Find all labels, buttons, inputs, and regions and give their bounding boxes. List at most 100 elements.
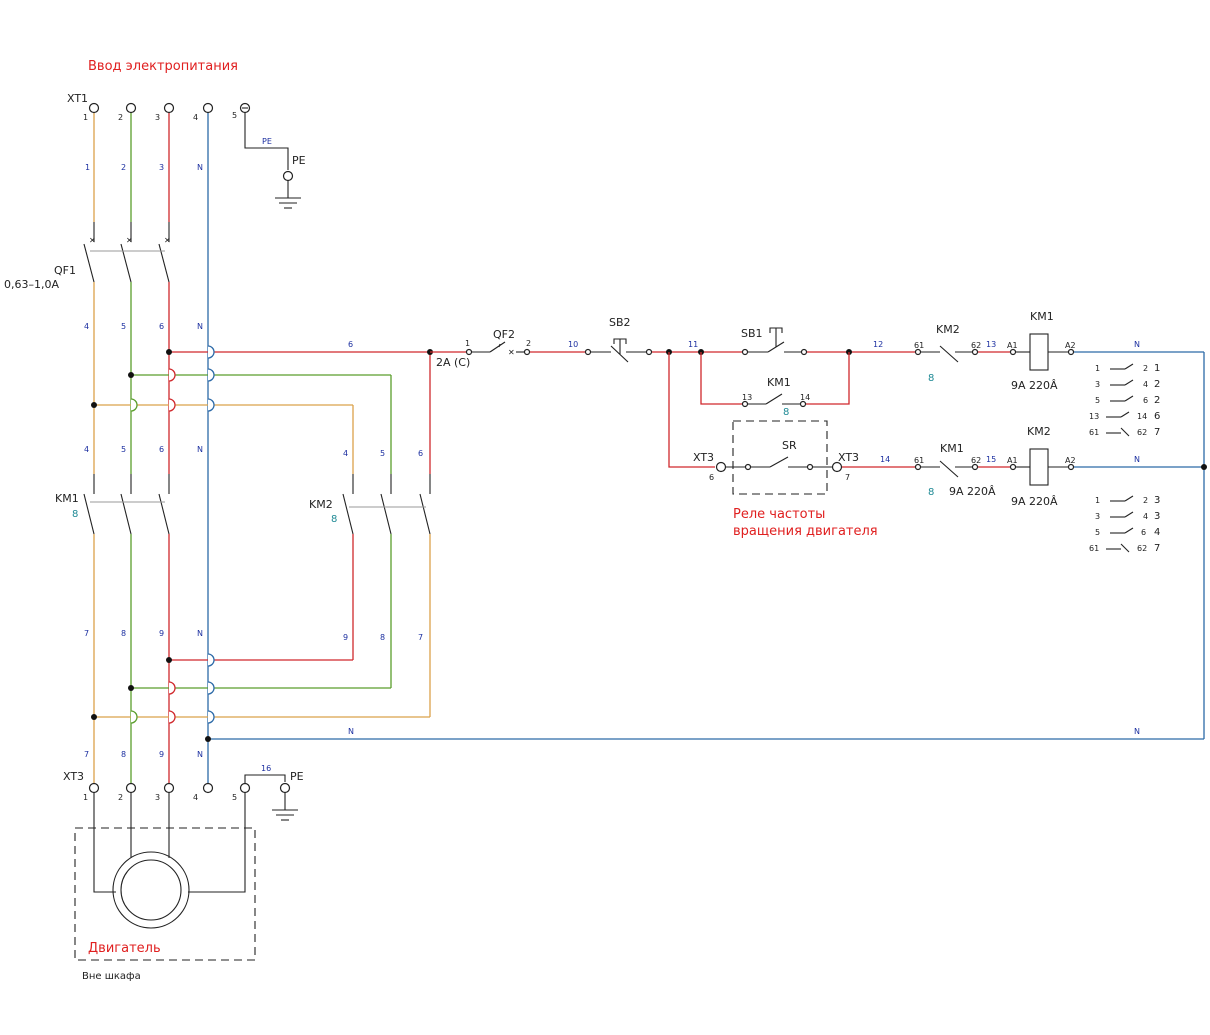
km2-interlock-pin-61: 61 [914, 341, 924, 350]
svg-text:1: 1 [1095, 496, 1100, 505]
motor-symbol [112, 851, 190, 929]
km1-sheet-interlock: 8 [928, 487, 934, 498]
km2-coil-a2: A2 [1065, 456, 1076, 465]
sr-label: SR [782, 439, 797, 452]
km2-coil [1029, 448, 1049, 486]
svg-text:✕: ✕ [164, 236, 171, 245]
svg-text:2: 2 [1154, 379, 1160, 390]
km1-coil-a1: A1 [1007, 341, 1018, 350]
wire-2: 2 [121, 163, 126, 172]
wire-5-c: 5 [380, 449, 385, 458]
svg-text:7: 7 [1154, 427, 1160, 438]
svg-text:62: 62 [1137, 428, 1147, 437]
pe-terminal-top-label: PE [292, 154, 306, 167]
wire-7-c: 7 [84, 750, 89, 759]
svg-text:3: 3 [1095, 380, 1100, 389]
label-outside-cabinet: Вне шкафа [82, 971, 141, 982]
km1-sheet-main: 8 [72, 509, 78, 520]
km1-interlock-rating: 9A 220Â [949, 485, 996, 498]
svg-text:1: 1 [1154, 363, 1160, 374]
wire-6-bus: 6 [348, 340, 353, 349]
wire-n-1: N [197, 163, 203, 172]
qf1-breaker: ✕✕✕ [83, 222, 171, 283]
km1-coil-label: KM1 [1030, 310, 1054, 323]
km2-label-interlock: KM2 [936, 323, 960, 336]
km1-interlock-pin-61: 61 [914, 456, 924, 465]
svg-text:3: 3 [1095, 512, 1100, 521]
svg-text:2: 2 [1154, 395, 1160, 406]
km1-hold-pin-14: 14 [800, 393, 810, 402]
qf2-pin-1: 1 [465, 339, 470, 348]
km2-coil-a1: A1 [1007, 456, 1018, 465]
qf2-pin-2: 2 [526, 339, 531, 348]
sb2-stop-button [584, 338, 653, 363]
title-speed-relay-line1: Реле частоты [733, 507, 825, 522]
wire-4-c: 4 [343, 449, 348, 458]
sb1-label: SB1 [741, 327, 763, 340]
svg-text:5: 5 [1095, 396, 1100, 405]
svg-text:2: 2 [1143, 364, 1148, 373]
title-motor: Двигатель [88, 941, 161, 956]
km1-interlock-contact [914, 460, 979, 478]
wire-pe-top: PE [262, 137, 272, 146]
xt3-sr-num-6: 6 [709, 473, 714, 482]
wire-5-b: 5 [121, 445, 126, 454]
svg-text:6: 6 [1143, 396, 1148, 405]
svg-text:3: 3 [1154, 495, 1160, 506]
sb1-start-button [741, 327, 808, 356]
km1-main-contacts [83, 474, 170, 535]
wire-7-b: 7 [418, 633, 423, 642]
wire-16: 16 [261, 764, 271, 773]
wire-1: 1 [85, 163, 90, 172]
wire-6-b: 6 [159, 445, 164, 454]
km1-interlock-pin-62: 62 [971, 456, 981, 465]
svg-text:61: 61 [1089, 544, 1099, 553]
km2-label-main: KM2 [309, 498, 333, 511]
svg-text:6: 6 [1141, 528, 1146, 537]
xt1-num-5: 5 [232, 111, 237, 120]
km1-coil-a2: A2 [1065, 341, 1076, 350]
km2-coil-label: KM2 [1027, 425, 1051, 438]
km2-main-contacts [342, 474, 431, 535]
svg-text:1: 1 [1095, 364, 1100, 373]
wire-n-return-left: N [348, 727, 354, 736]
km1-sheet-hold: 8 [783, 407, 789, 418]
wire-8-c: 8 [121, 750, 126, 759]
wire-10: 10 [568, 340, 578, 349]
xt3-num-1: 1 [83, 793, 88, 802]
svg-text:13: 13 [1089, 412, 1099, 421]
pe-terminal-bottom-label: PE [290, 770, 304, 783]
xt3-label-sr-right: XT3 [838, 451, 859, 464]
svg-text:5: 5 [1095, 528, 1100, 537]
xt3-num-4: 4 [193, 793, 198, 802]
title-power-input: Ввод электропитания [88, 59, 238, 74]
wire-n-km1: N [1134, 340, 1140, 349]
xt3-num-3: 3 [155, 793, 160, 802]
xt3-label-motor: XT3 [63, 770, 84, 783]
wire-6-c: 6 [418, 449, 423, 458]
km1-hold-pin-13: 13 [742, 393, 752, 402]
xt1-num-1: 1 [83, 113, 88, 122]
km2-interlock-pin-62: 62 [971, 341, 981, 350]
km1-label-interlock: KM1 [940, 442, 964, 455]
svg-text:✕: ✕ [508, 348, 515, 357]
title-speed-relay-line2: вращения двигателя [733, 524, 878, 539]
xt1-num-3: 3 [155, 113, 160, 122]
svg-text:3: 3 [1154, 511, 1160, 522]
qf2-label: QF2 [493, 328, 515, 341]
km1-hold-contact [741, 393, 807, 408]
wire-9-a: 9 [159, 629, 164, 638]
qf1-rating: 0,63–1,0А [4, 278, 59, 291]
svg-text:14: 14 [1137, 412, 1147, 421]
km1-label-main: KM1 [55, 492, 79, 505]
xt3-label-sr-left: XT3 [693, 451, 714, 464]
wire-6-a: 6 [159, 322, 164, 331]
wire-11: 11 [688, 340, 698, 349]
svg-text:6: 6 [1154, 411, 1160, 422]
km1-label-hold: KM1 [767, 376, 791, 389]
wire-12: 12 [873, 340, 883, 349]
wire-15: 15 [986, 455, 996, 464]
km1-coil-rating: 9A 220Â [1011, 379, 1058, 392]
km1-coil [1029, 333, 1049, 371]
